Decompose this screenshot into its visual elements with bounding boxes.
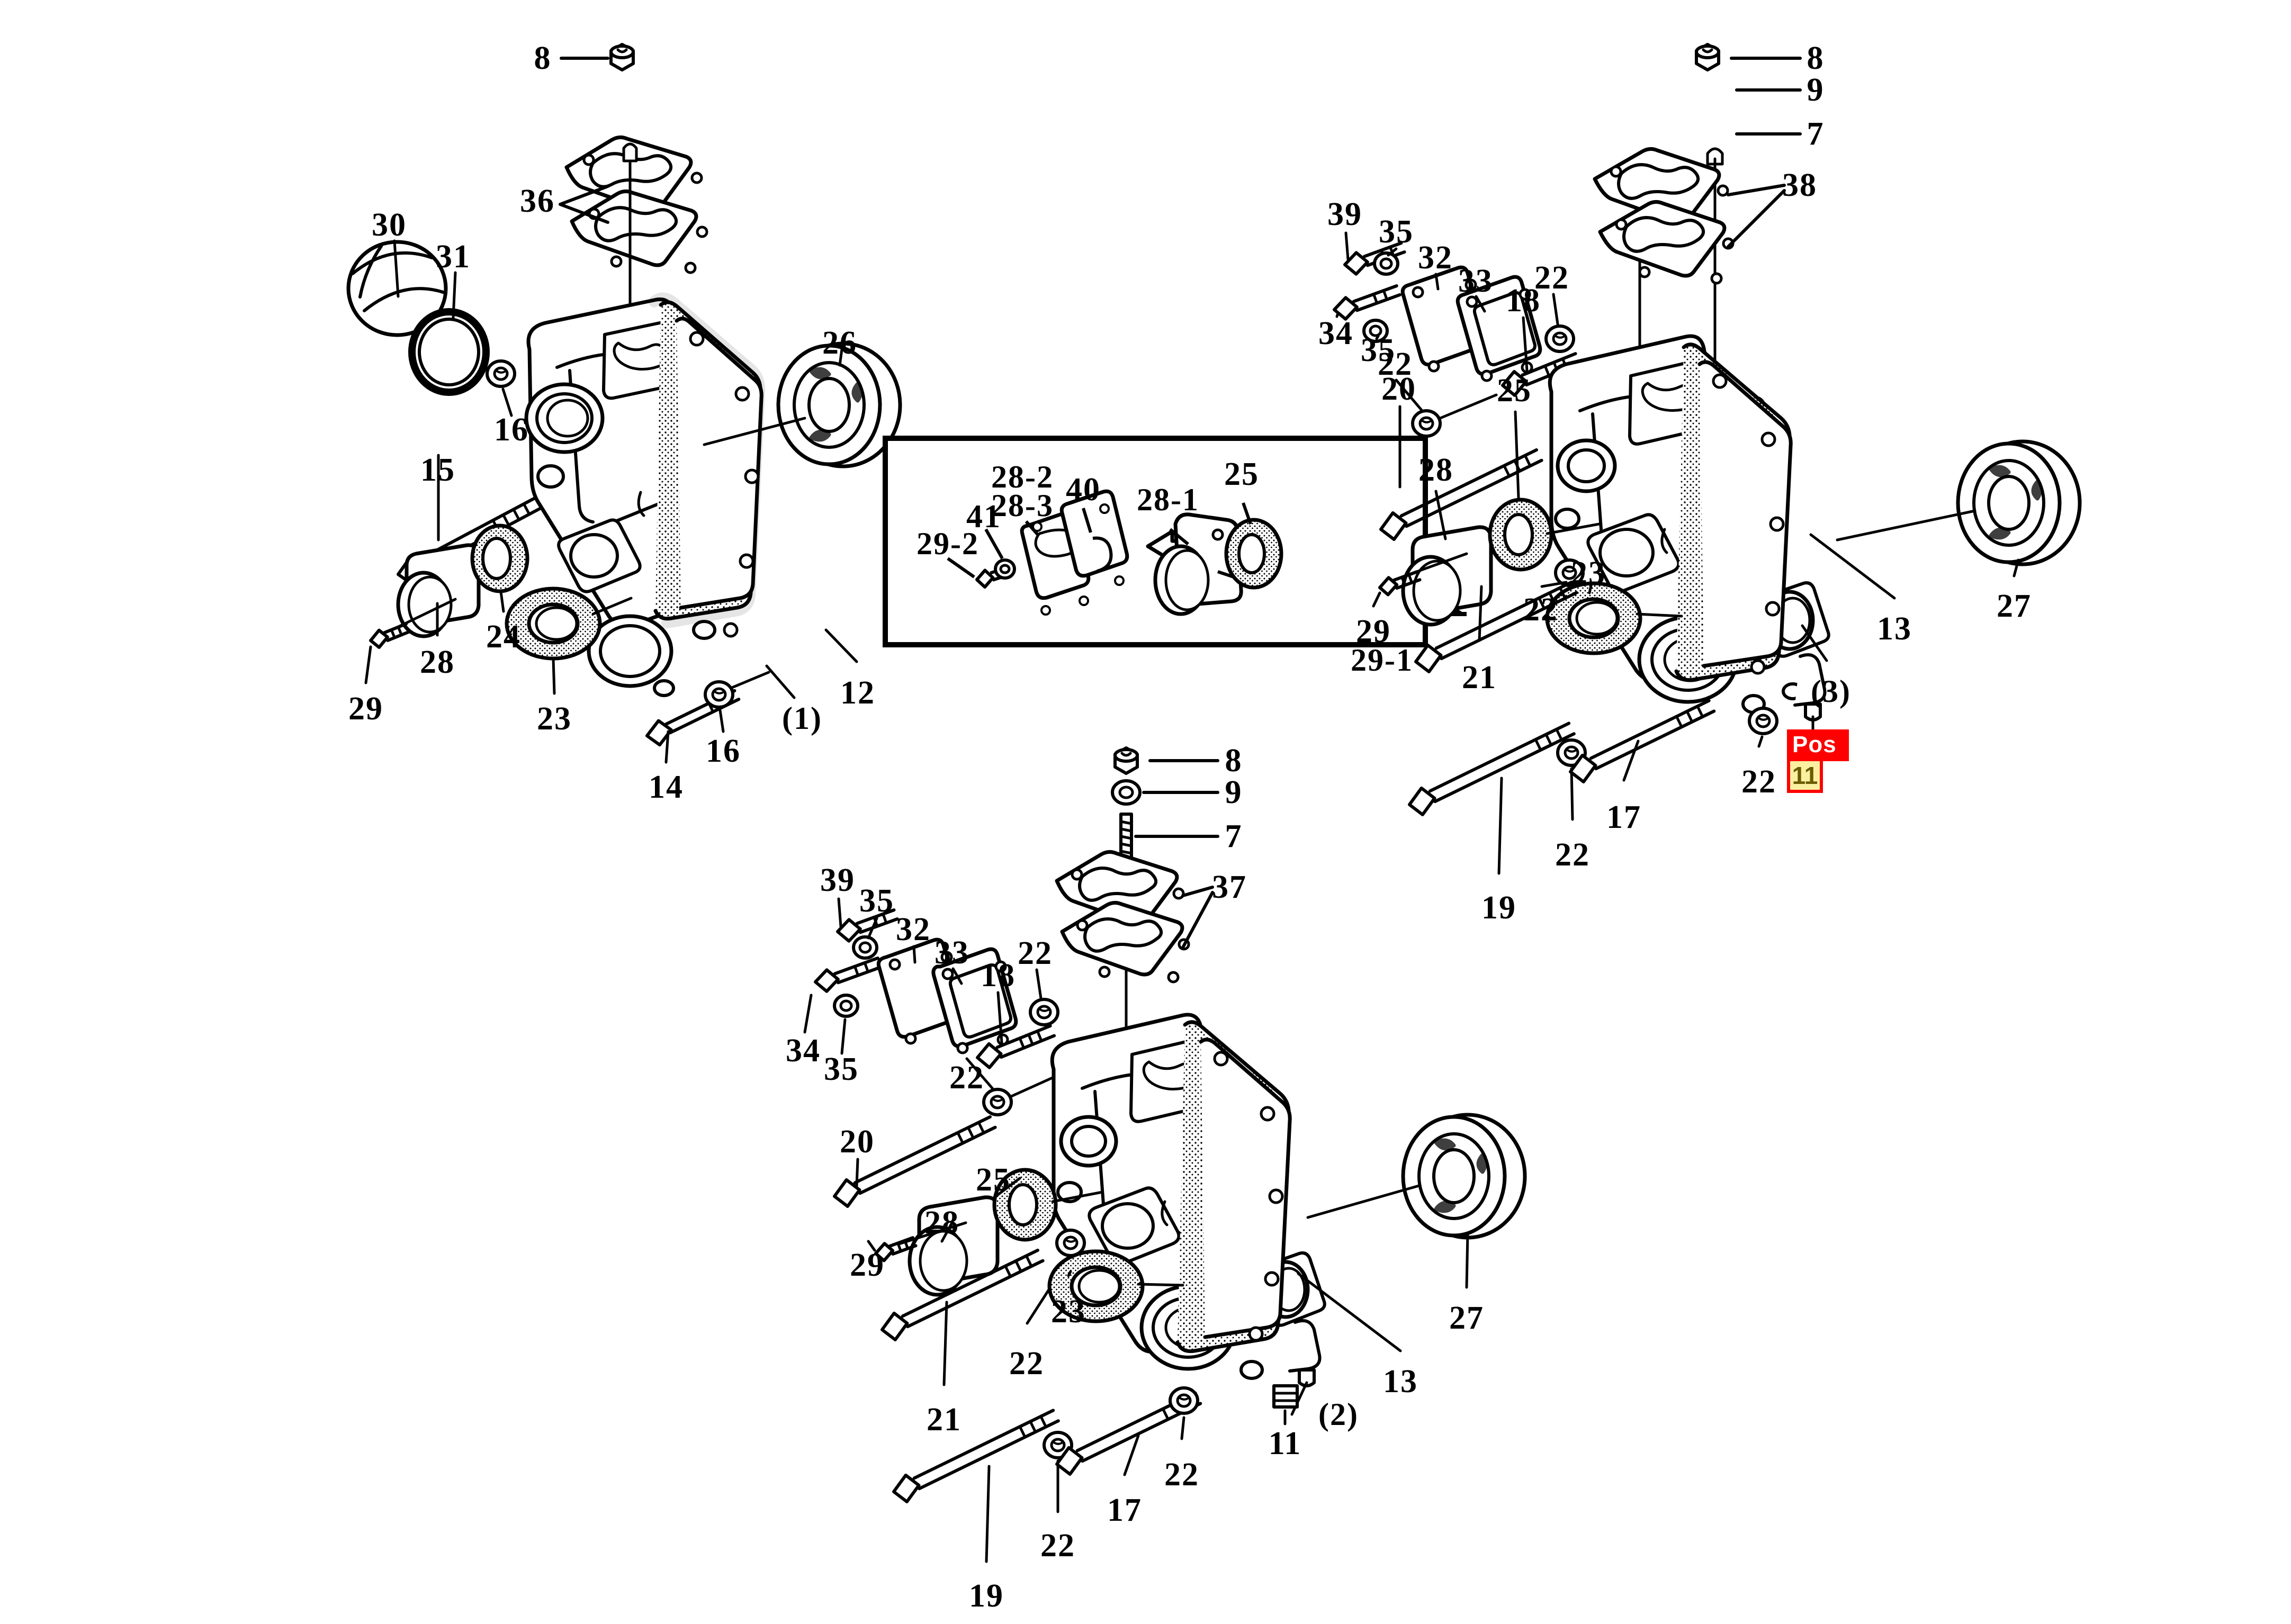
callout-32: 32 [896,912,931,948]
callout-19: 19 [1481,890,1516,926]
callout-21: 21 [927,1402,962,1438]
callout-40: 40 [1066,472,1101,508]
callout-22: 22 [1009,1346,1044,1382]
callout-8: 8 [1225,743,1243,779]
callout-35: 35 [1361,332,1396,368]
callout-35: 35 [859,883,894,919]
callout-25: 25 [1224,456,1259,492]
callout-34: 34 [786,1033,821,1069]
pos-badge-label: Pos [1792,732,1837,757]
callout-24: 24 [486,619,521,655]
callout-28_3: 28-3 [991,488,1054,523]
callout-13: 13 [1383,1364,1418,1400]
callout-28_2: 28-2 [991,459,1054,494]
callout-27: 27 [1997,588,2032,624]
callout-37: 37 [1212,869,1247,905]
callout-35: 35 [1379,214,1414,250]
callout-29: 29 [850,1247,885,1283]
callout-35: 35 [824,1051,859,1087]
callout-12: 12 [840,675,875,711]
callout-22: 22 [1555,837,1590,873]
callout-16: 16 [494,412,529,448]
callout-8: 8 [534,40,552,76]
callout-34: 34 [1318,315,1353,351]
callout-29: 29 [1356,613,1391,649]
callout-25: 25 [1497,373,1532,409]
callout-16: 16 [706,733,741,769]
callout-14: 14 [649,769,684,805]
callout-1: (1) [782,701,822,736]
callout-2: (2) [1318,1397,1359,1432]
callout-22: 22 [1040,1528,1075,1564]
callout-22: 22 [1523,592,1558,628]
callout-18: 18 [1506,283,1541,319]
callout-17: 17 [1606,799,1641,835]
callout-22: 22 [1378,346,1413,382]
callout-39: 39 [1327,196,1362,232]
callout-15: 15 [420,452,455,488]
callout-11: 11 [1268,1425,1302,1461]
callout-9: 9 [1807,72,1825,108]
callout-23: 23 [1051,1294,1086,1330]
callout-17: 17 [1107,1492,1142,1528]
callout-41: 41 [966,499,1001,535]
callout-22: 22 [1018,935,1053,971]
callout-28: 28 [1418,452,1453,488]
callout-28_1: 28-1 [1137,482,1199,517]
callout-21: 21 [1462,660,1497,696]
callout-7: 7 [1225,818,1243,854]
callout-29: 29 [348,691,383,727]
callout-33: 33 [935,935,969,971]
callout-36: 36 [520,183,555,219]
callout-8: 8 [1807,40,1825,76]
callout-26: 26 [822,325,857,361]
callout-3: (3) [1811,674,1851,709]
callout-23: 23 [1571,555,1606,591]
callout-23: 23 [537,701,572,737]
callout-28: 28 [924,1205,959,1241]
callout-38: 38 [1782,167,1817,203]
callout-20: 20 [1381,371,1416,407]
pos-badge-chip: 11 [1787,761,1823,793]
callout-22: 22 [949,1060,984,1096]
callout-31: 31 [436,239,471,275]
pos-badge-bar: Pos 11 [1787,729,1876,761]
callout-7: 7 [1807,116,1825,152]
callout-9: 9 [1225,774,1243,810]
callout-22: 22 [1534,260,1569,296]
callout-18: 18 [981,958,1016,994]
callout-33: 33 [1458,263,1493,299]
callout-22: 22 [1164,1457,1199,1493]
callout-29_2: 29-2 [917,526,979,561]
callout-29_1: 29-1 [1351,643,1413,678]
callout-30: 30 [372,207,407,243]
callout-13: 13 [1877,611,1912,647]
pos-highlight-badge[interactable]: Pos 11 11 [1787,729,1876,793]
callout-25: 25 [976,1162,1011,1198]
callout-28: 28 [420,644,455,680]
callout-32: 32 [1418,240,1453,276]
callout-22: 22 [1741,764,1776,800]
callout-20: 20 [840,1124,875,1160]
callout-39: 39 [820,862,855,898]
pos-badge-number: 11 [1850,732,1876,757]
callout-19: 19 [969,1578,1004,1614]
callout-27: 27 [1449,1300,1484,1336]
